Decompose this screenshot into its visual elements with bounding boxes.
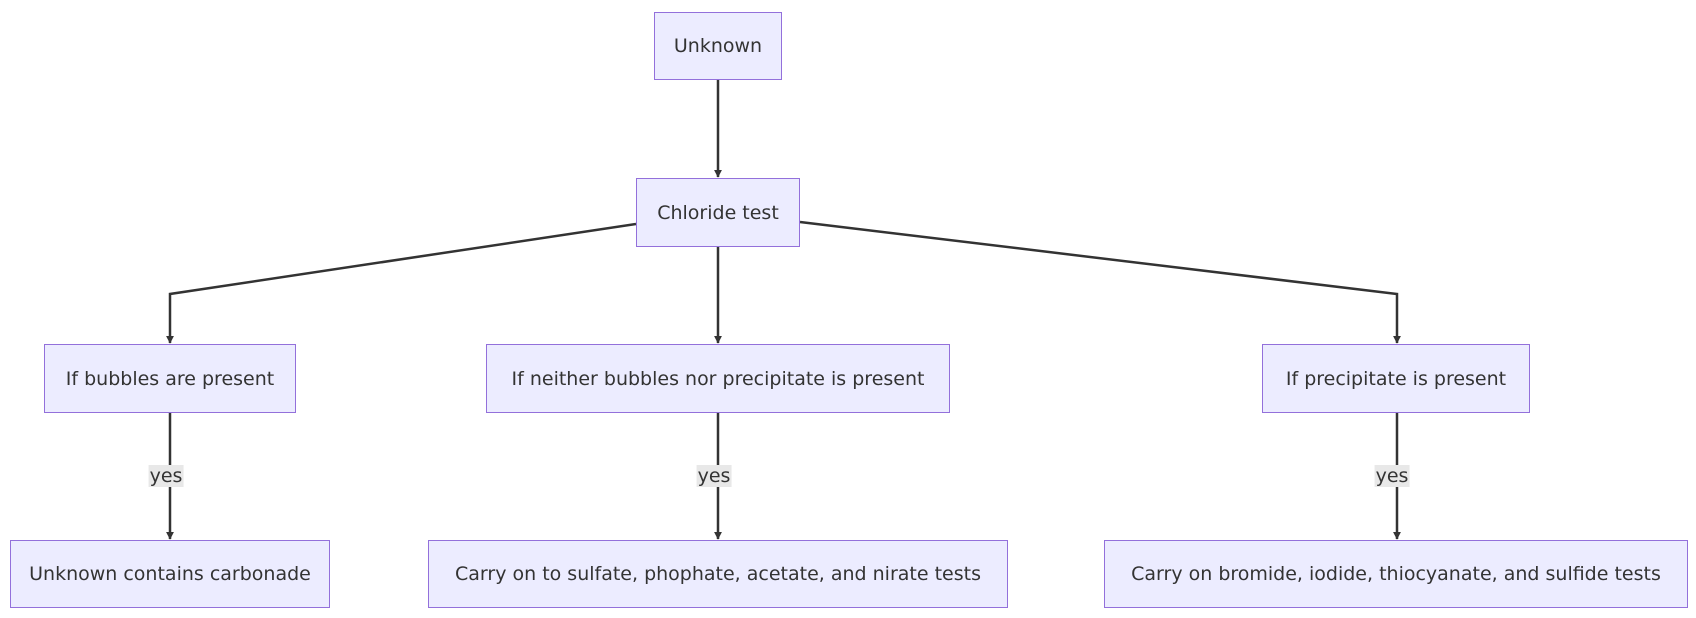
node-bromide-tests: Carry on bromide, iodide, thiocyanate, a…: [1104, 540, 1688, 608]
node-contains-carbonade-label: Unknown contains carbonade: [29, 563, 311, 585]
node-chloride-test-label: Chloride test: [657, 201, 779, 224]
node-sulfate-tests: Carry on to sulfate, phophate, acetate, …: [428, 540, 1008, 608]
node-unknown: Unknown: [654, 12, 782, 80]
node-unknown-label: Unknown: [673, 35, 763, 57]
node-precipitate-present-label: If precipitate is present: [1285, 367, 1507, 390]
node-neither-present-label: If neither bubbles nor precipitate is pr…: [511, 367, 925, 390]
edge-chloride-to-precipitate: [799, 220, 1401, 344]
node-neither-present: If neither bubbles nor precipitate is pr…: [486, 344, 950, 413]
node-bubbles-present: If bubbles are present: [44, 344, 296, 413]
node-bubbles-present-label: If bubbles are present: [65, 367, 275, 390]
node-chloride-test: Chloride test: [636, 178, 800, 247]
node-bromide-tests-label: Carry on bromide, iodide, thiocyanate, a…: [1131, 563, 1661, 585]
node-precipitate-present: If precipitate is present: [1262, 344, 1530, 413]
edge-label-yes: yes: [148, 465, 184, 487]
node-sulfate-tests-label: Carry on to sulfate, phophate, acetate, …: [455, 563, 981, 585]
edge-label-yes: yes: [696, 465, 732, 487]
node-contains-carbonade: Unknown contains carbonade: [10, 540, 330, 608]
edge-label-yes: yes: [1374, 465, 1410, 487]
edge-chloride-to-bubbles: [166, 222, 637, 344]
